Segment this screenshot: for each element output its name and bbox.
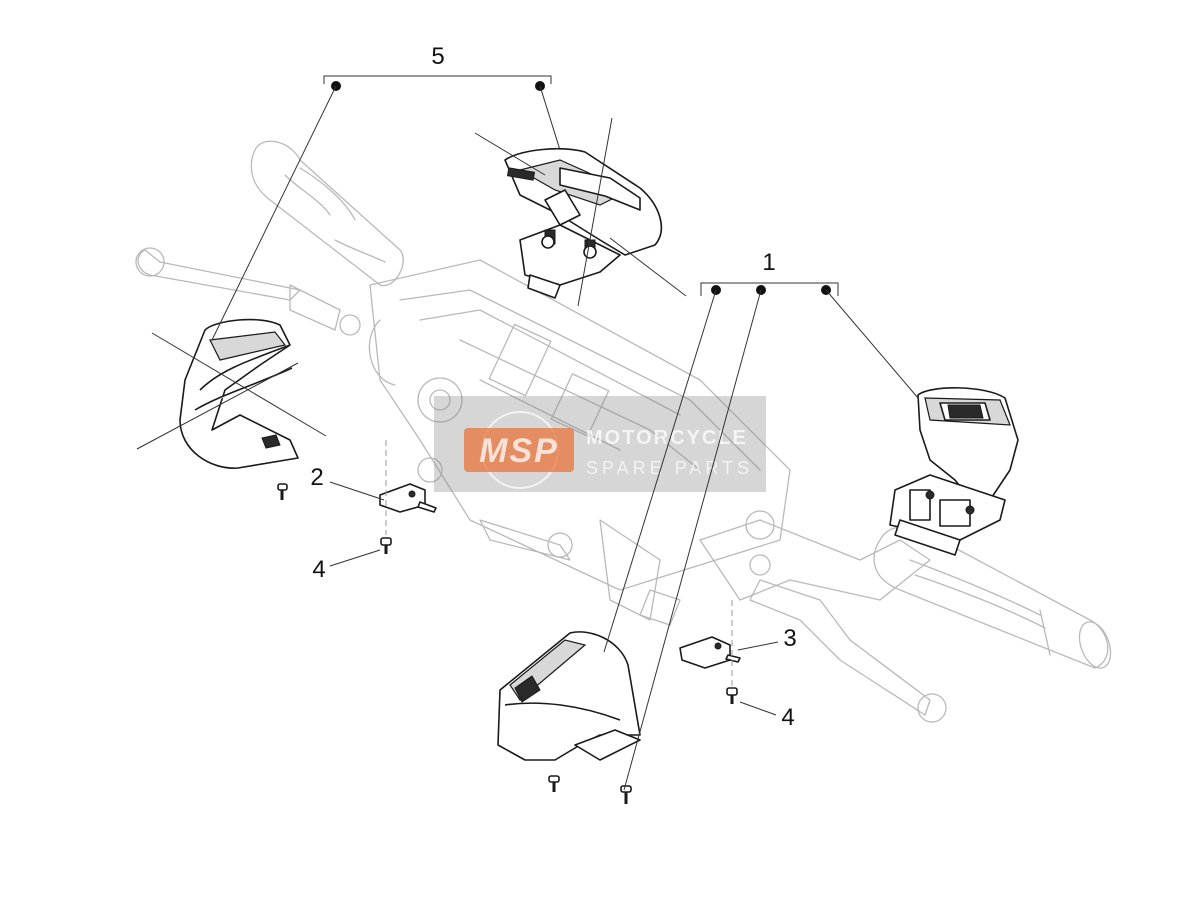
callout-2-label: 2 [310, 464, 323, 491]
watermark: MSP MOTORCYCLE SPARE PARTS [434, 396, 766, 492]
callout-3-label: 3 [783, 625, 796, 652]
callout-4-right: 4 [739, 701, 795, 731]
callout-3: 3 [737, 625, 797, 652]
callout-4-right-label: 4 [781, 704, 794, 731]
cover-lower [497, 631, 641, 761]
callout-1-label: 1 [762, 249, 775, 276]
callout-5-label: 5 [431, 43, 444, 70]
screw-left-cover [277, 483, 288, 500]
callout-2: 2 [310, 464, 385, 501]
screw-lower-cover-b [620, 785, 632, 804]
brake-switch-right [679, 636, 741, 669]
brake-switch-left [379, 483, 437, 513]
watermark-line2: SPARE PARTS [586, 458, 753, 478]
screw-lower-cover-a [548, 775, 560, 792]
switch-assembly-upper [474, 117, 687, 307]
screw-left-switch [380, 537, 392, 554]
callout-5: 5 [211, 43, 561, 341]
callout-1: 1 [603, 249, 919, 791]
switch-assembly-right [889, 387, 1019, 556]
handlebar-ghost [135, 140, 1112, 723]
callout-4-left: 4 [312, 549, 381, 583]
cover-left [136, 318, 327, 469]
screws [277, 483, 738, 804]
watermark-line1: MOTORCYCLE [586, 427, 748, 449]
screw-right-switch [726, 687, 738, 704]
callout-4-left-label: 4 [312, 556, 325, 583]
watermark-logo: MSP [479, 432, 559, 470]
